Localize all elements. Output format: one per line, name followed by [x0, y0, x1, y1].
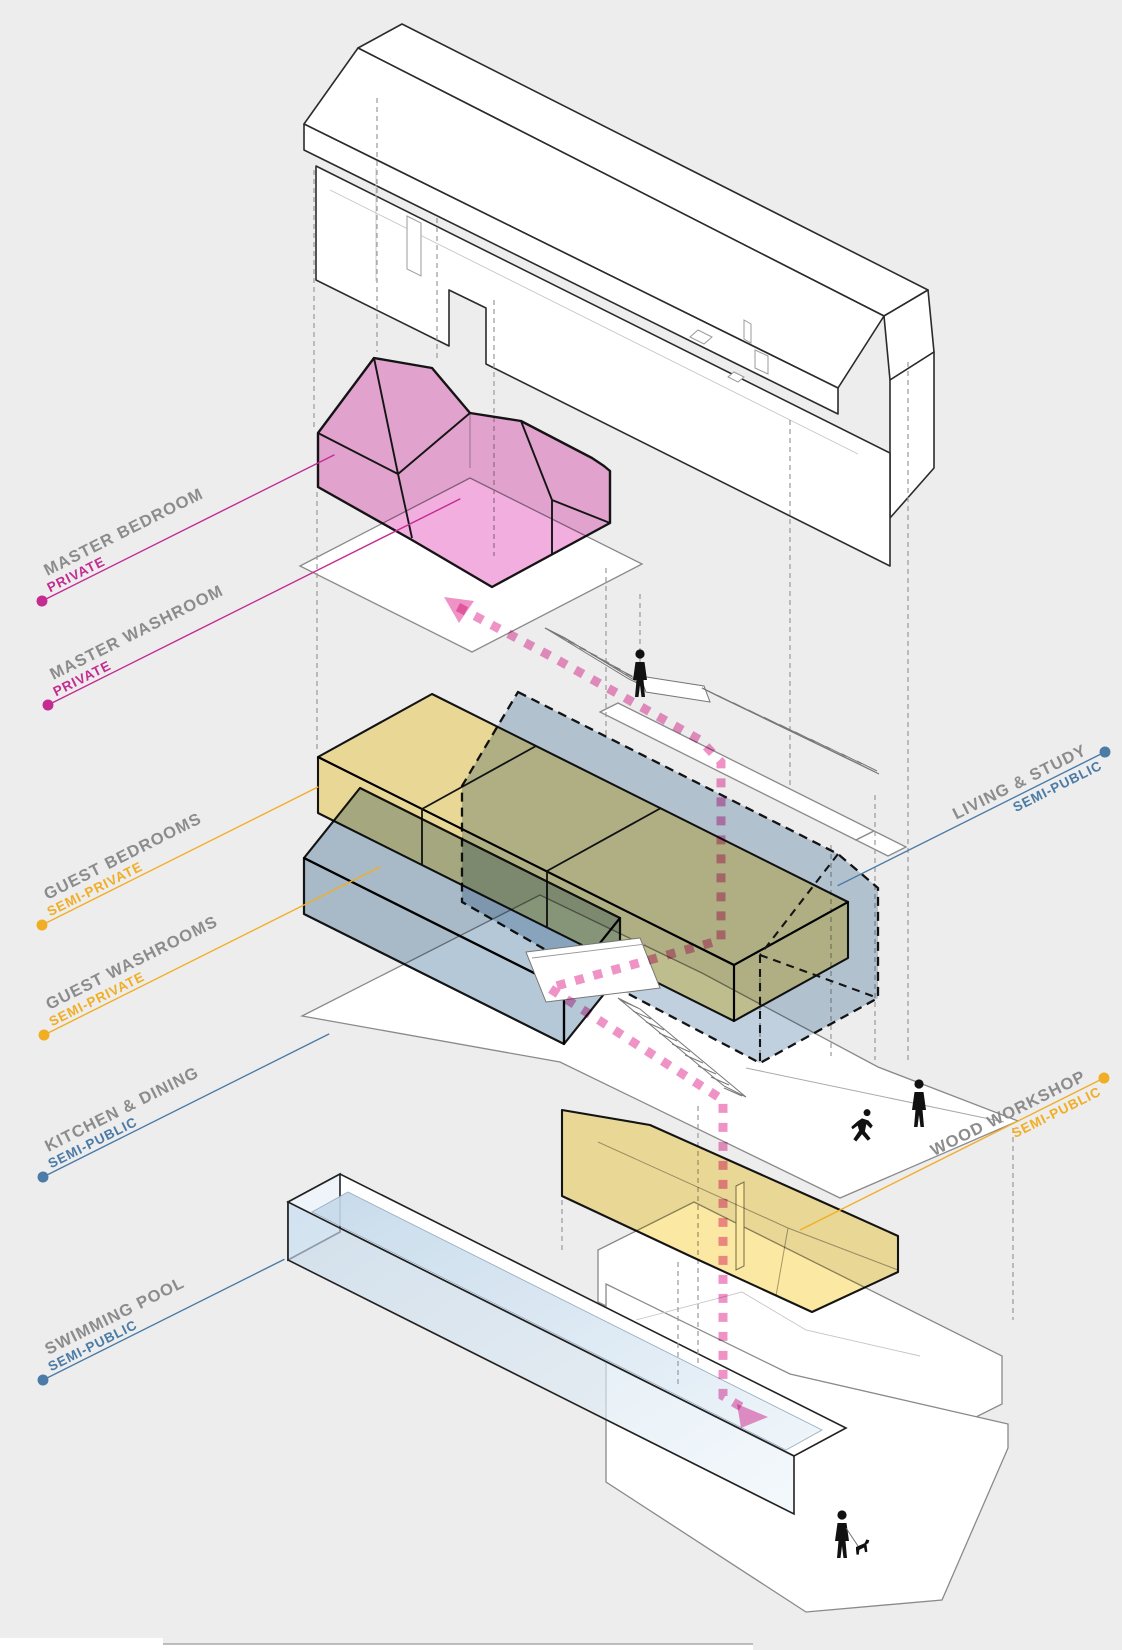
roof-shell — [303, 23, 935, 567]
label-dot — [36, 595, 48, 607]
label-dot — [36, 919, 48, 931]
shell-window-slot — [406, 215, 422, 277]
path-arrow-down-icon — [737, 1404, 768, 1428]
swimming-pool-volume — [286, 1172, 848, 1516]
mid-stair-treads — [619, 999, 743, 1097]
leader-line — [43, 866, 381, 1036]
pool-glass-wall — [287, 1200, 795, 1516]
master-bedroom-volume — [316, 356, 612, 589]
pool-water-surface — [311, 1191, 823, 1451]
skylight-small-icon — [727, 371, 745, 383]
base-plate-ramp-lines — [635, 1291, 921, 1357]
roof-hatch-icon — [754, 349, 769, 375]
leader-line — [42, 1033, 330, 1178]
dog-leash — [845, 1527, 859, 1547]
main-plate-inner-line — [745, 1067, 1005, 1123]
label-dot — [1098, 1072, 1110, 1084]
master-volume-edges — [317, 357, 611, 554]
path-arrow-up-icon — [444, 597, 474, 623]
circulation-dotted-route — [455, 603, 748, 1413]
living-study-volume — [460, 690, 880, 1065]
shell-front-wall — [315, 165, 891, 567]
leader-line — [42, 1258, 285, 1381]
leader-line — [41, 786, 319, 926]
wood-workshop-volume — [560, 1108, 900, 1314]
circulation-path — [444, 597, 768, 1428]
leader-line — [47, 498, 461, 706]
label-dot — [37, 1374, 49, 1386]
workshop-body — [560, 1108, 900, 1314]
dog — [856, 1539, 870, 1555]
label-dot — [37, 1171, 49, 1183]
leader-line — [799, 1077, 1105, 1231]
page-edge — [0, 1638, 753, 1650]
skylight-icon — [689, 329, 713, 345]
workshop-edges — [597, 1141, 899, 1297]
living-volume-body — [460, 690, 880, 1065]
label-dot — [42, 699, 54, 711]
walkway-slab-hook — [854, 830, 908, 857]
leader-line — [837, 751, 1106, 887]
label-dot — [1099, 746, 1111, 758]
chimney-icon — [743, 319, 752, 344]
running-person — [851, 1109, 873, 1142]
label-dot — [38, 1029, 50, 1041]
mid-ramp-rail — [531, 943, 647, 959]
leader-line — [41, 454, 335, 602]
living-volume-edges — [758, 853, 879, 1063]
stairs-upper — [544, 627, 880, 775]
stair-treads-1 — [544, 627, 644, 683]
stair-treads-2 — [701, 687, 878, 772]
